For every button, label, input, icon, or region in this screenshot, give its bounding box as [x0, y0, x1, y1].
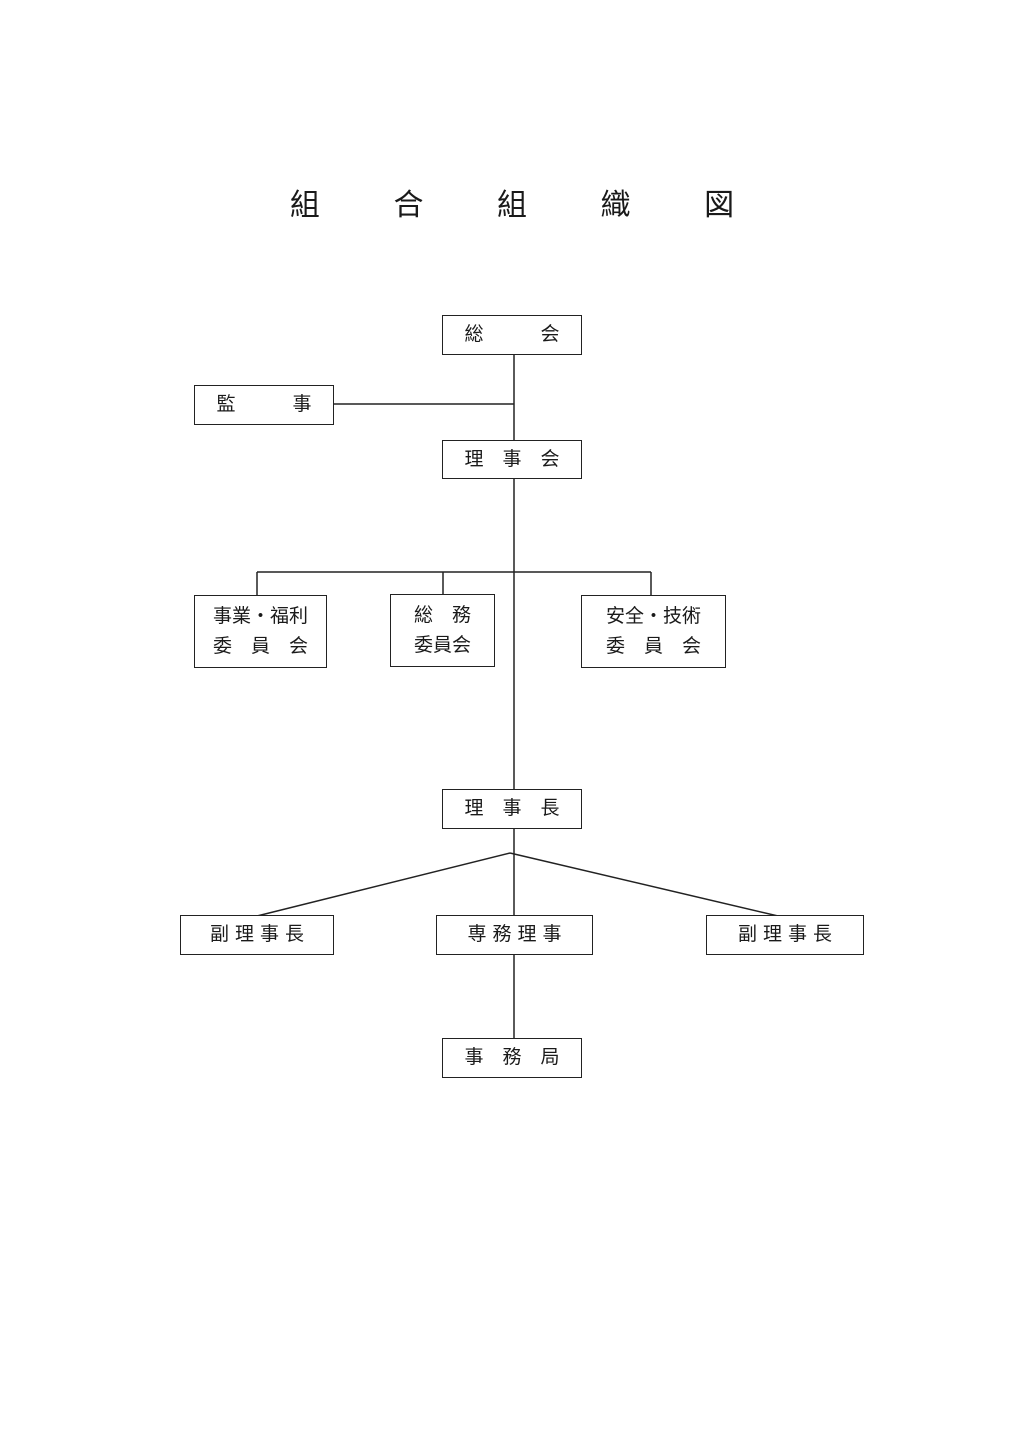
branch-left [256, 852, 511, 917]
general-affairs-committee-line-2: 委員会 [413, 633, 471, 656]
vice-chairman-right-label: 副 理 事 長 [737, 923, 833, 946]
board-label: 理 事 会 [464, 447, 560, 470]
chairman-box: 理 事 長 [442, 789, 582, 829]
vice-chairman-left-box: 副 理 事 長 [180, 915, 334, 955]
safety-technology-committee-line-2: 委 員 会 [605, 634, 701, 657]
general-affairs-committee-line-1: 総 務 [413, 604, 471, 627]
business-welfare-committee-line-1: 事業・福利 [212, 605, 308, 628]
vice-chairman-right-box: 副 理 事 長 [706, 915, 864, 955]
vice-chairman-left-label: 副 理 事 長 [209, 923, 305, 946]
general-assembly-label: 総 会 [464, 323, 560, 346]
safety-technology-committee-line-1: 安全・技術 [605, 605, 701, 628]
managing-director-box: 専 務 理 事 [436, 915, 593, 955]
auditor-label: 監 事 [216, 393, 312, 416]
general-assembly-box: 総 会 [442, 315, 582, 355]
branch-right [509, 852, 779, 917]
general-affairs-committee-box: 総 務 委員会 [390, 594, 495, 667]
business-welfare-committee-line-2: 委 員 会 [212, 634, 308, 657]
business-welfare-committee-box: 事業・福利 委 員 会 [194, 595, 327, 668]
secretariat-box: 事 務 局 [442, 1038, 582, 1078]
safety-technology-committee-box: 安全・技術 委 員 会 [581, 595, 726, 668]
auditor-box: 監 事 [194, 385, 334, 425]
page-title: 組 合 組 織 図 [289, 188, 767, 223]
managing-director-label: 専 務 理 事 [467, 923, 562, 946]
chairman-label: 理 事 長 [464, 797, 560, 820]
board-box: 理 事 会 [442, 440, 582, 479]
secretariat-label: 事 務 局 [464, 1046, 560, 1069]
